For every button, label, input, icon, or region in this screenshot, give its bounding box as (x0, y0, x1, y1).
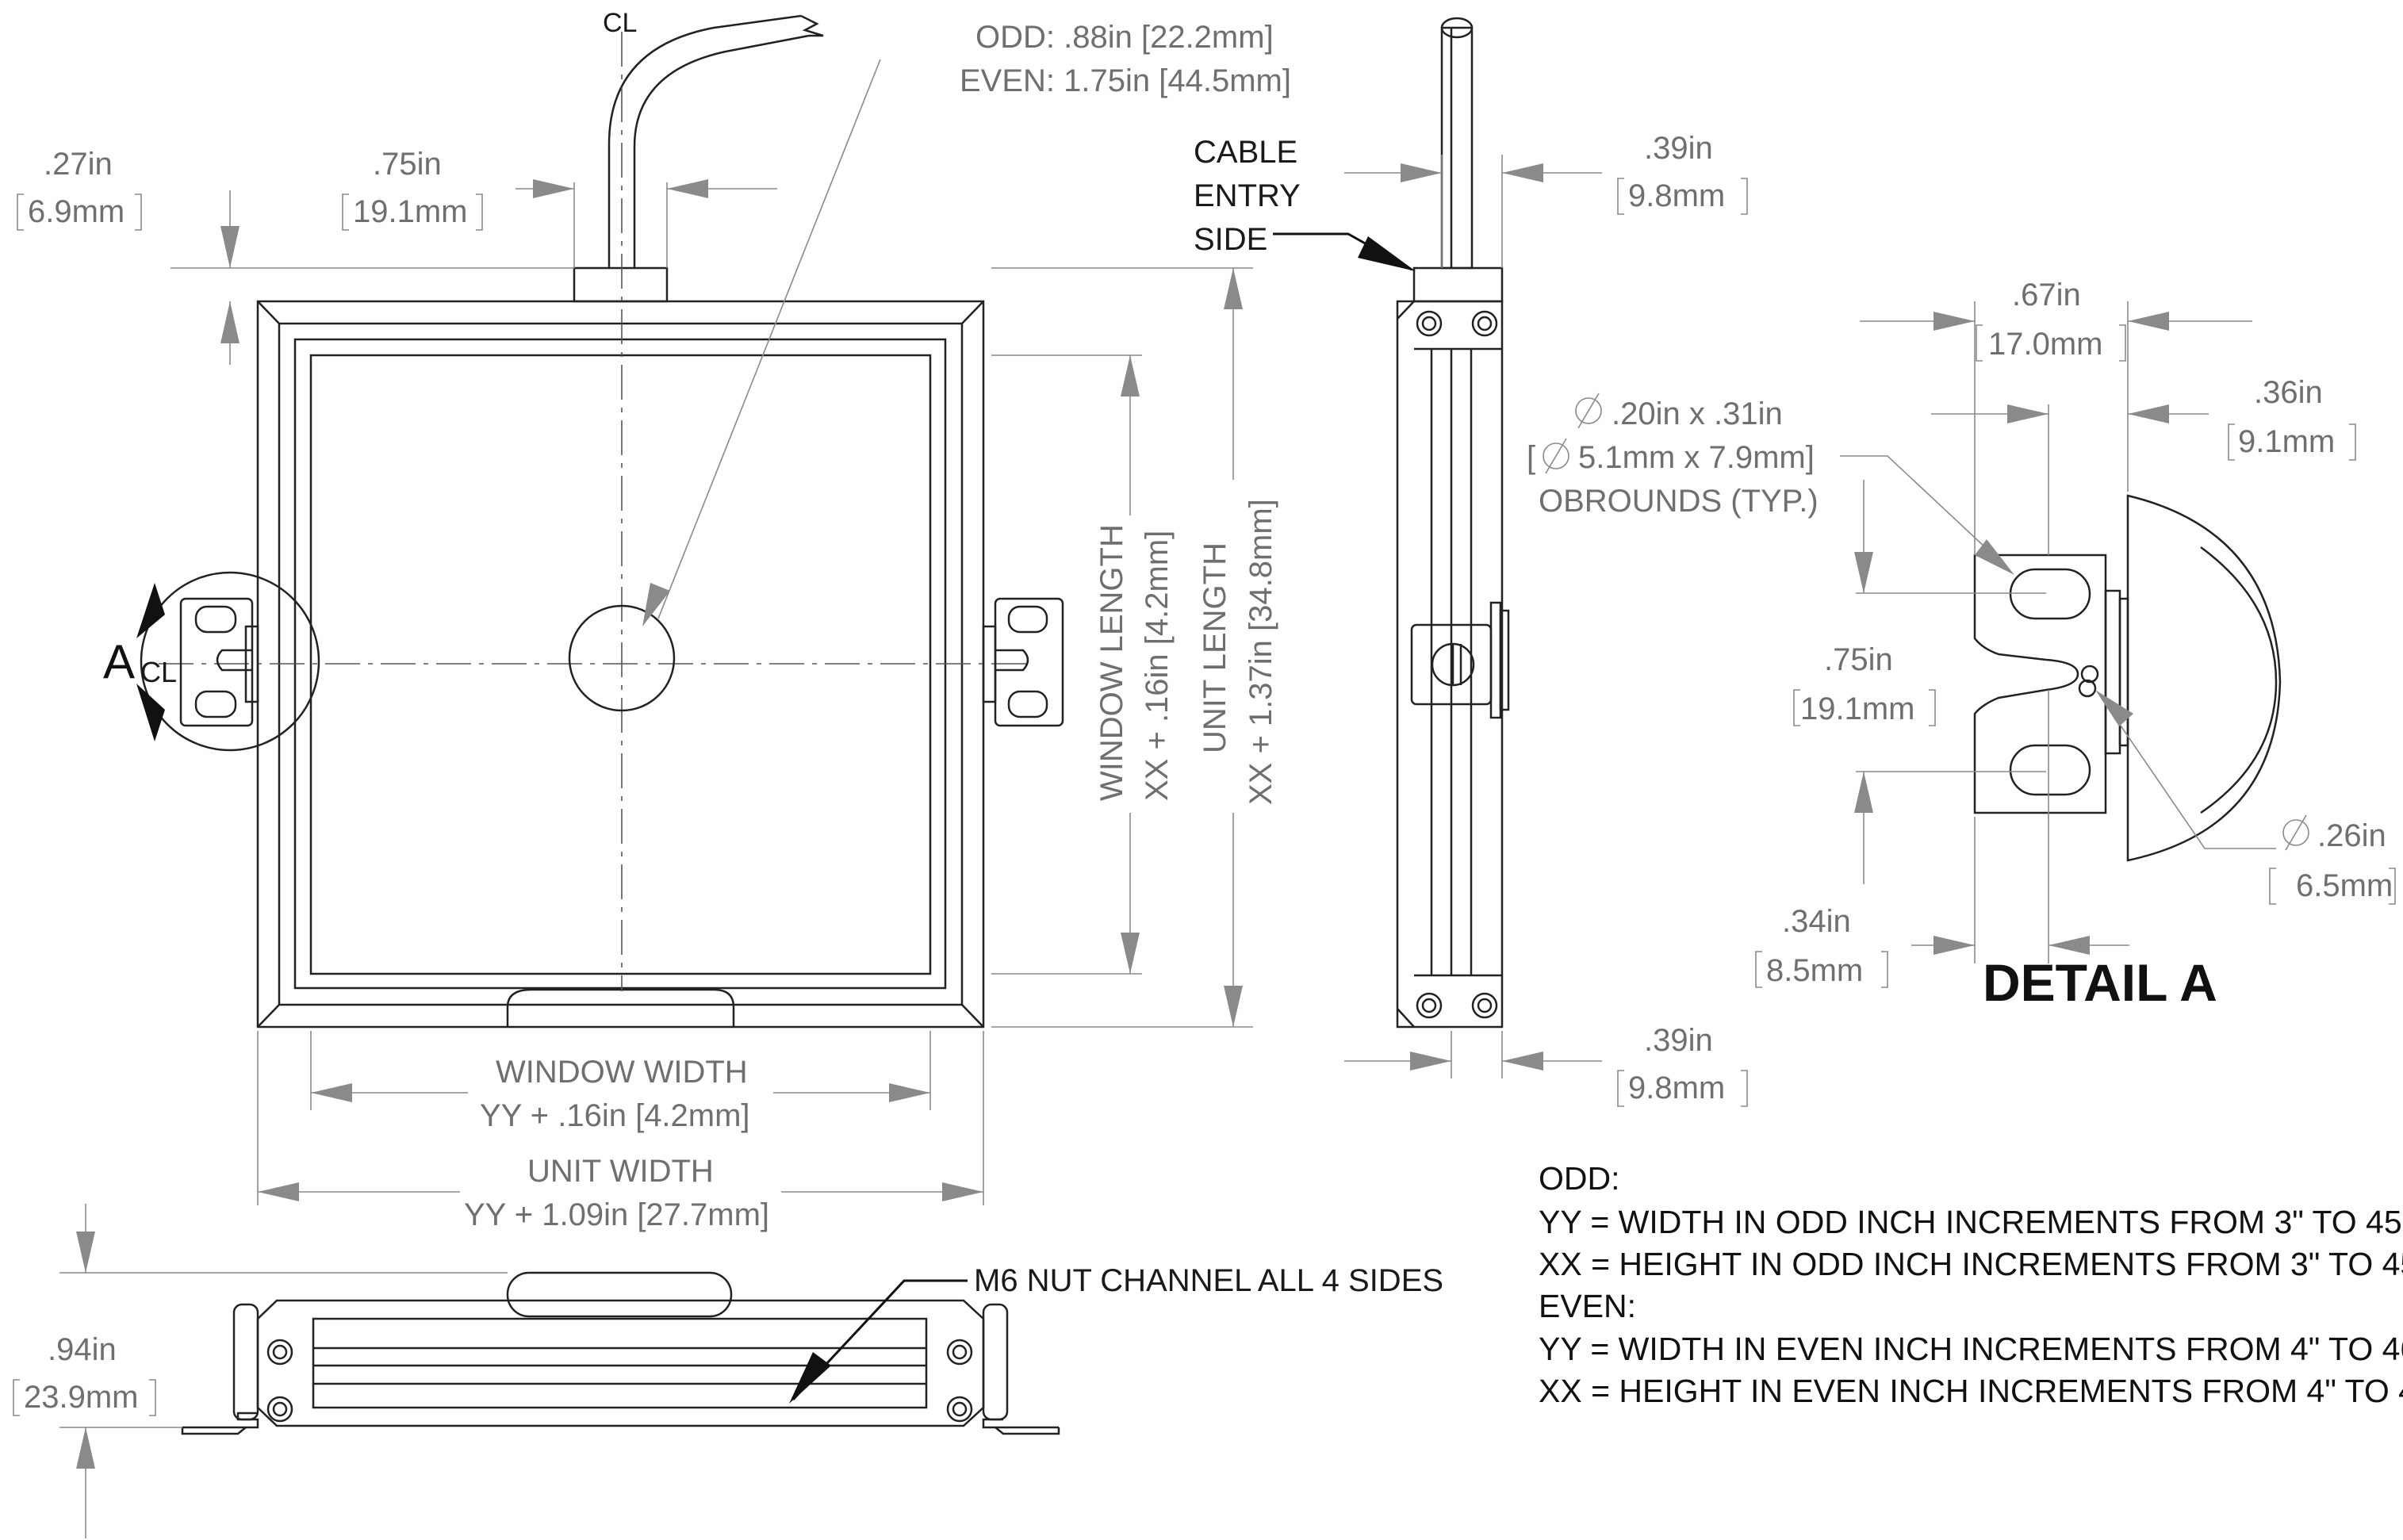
dimension-side-bottom: .39in 9.8mm (1344, 1023, 1748, 1107)
side-bottom-mm: 9.8mm (1628, 1071, 1725, 1105)
nut-channel-callout: M6 NUT CHANNEL ALL 4 SIDES (789, 1263, 1443, 1404)
obround-callout: .20in x .31in [ 5.1mm x 7.9mm] OBROUNDS … (1527, 393, 2014, 575)
top-offset-mm: 6.9mm (28, 194, 125, 229)
note-line-3: XX = HEIGHT IN ODD INCH INCREMENTS FROM … (1539, 1246, 2403, 1282)
unit-length-value: XX + 1.37in [34.8mm] (1244, 499, 1278, 805)
window-opening (309, 354, 932, 975)
cable-diameter-even: EVEN: 1.75in [44.5mm] (960, 63, 1291, 98)
centerline-symbol-top: CL (603, 8, 637, 38)
note-line-2: YY = WIDTH IN ODD INCH INCREMENTS FROM 3… (1539, 1204, 2403, 1240)
detail-a-callout-circle (140, 571, 320, 752)
detail-offset-in: .36in (2254, 375, 2323, 410)
dimension-side-top: .39in 9.8mm (1344, 131, 1748, 268)
height-in: .94in (48, 1332, 117, 1367)
size-notes: ODD: YY = WIDTH IN ODD INCH INCREMENTS F… (1539, 1160, 2403, 1409)
detail-bottom-mm: 8.5mm (1766, 953, 1863, 988)
detail-a-title: DETAIL A (1983, 953, 2217, 1012)
dimension-top-offset: .27in 6.9mm (17, 147, 574, 365)
dimension-cable-width: .75in 19.1mm (342, 147, 777, 268)
top-offset-in: .27in (44, 147, 113, 182)
window-width-value: YY + .16in [4.2mm] (480, 1098, 750, 1133)
obround-line2: 5.1mm x 7.9mm] (1578, 440, 1815, 475)
unit-width-value: YY + 1.09in [27.7mm] (464, 1197, 769, 1232)
dimension-unit-length: UNIT LENGTH XX + 1.37in [34.8mm] (991, 267, 1278, 1028)
note-line-4: EVEN: (1539, 1288, 1636, 1324)
center-circle (568, 604, 676, 712)
note-line-1: ODD: (1539, 1160, 1620, 1197)
detail-width-mm: 17.0mm (1988, 327, 2103, 362)
front-view: A CL CL (103, 8, 1064, 1029)
side-screws (1416, 310, 1498, 1019)
detail-bracket (1973, 554, 2107, 814)
right-mounting-bracket (982, 597, 1064, 727)
dimension-detail-bottom: .34in 8.5mm (1755, 690, 2129, 988)
cable-width-mm: 19.1mm (353, 194, 468, 229)
dimension-detail-spacing: .75in 19.1mm (1793, 480, 2046, 884)
nut-channel-label: M6 NUT CHANNEL ALL 4 SIDES (974, 1263, 1443, 1298)
note-line-5: YY = WIDTH IN EVEN INCH INCREMENTS FROM … (1539, 1331, 2403, 1367)
centerline-symbol-left: CL (140, 656, 177, 688)
dimension-unit-width: UNIT WIDTH YY + 1.09in [27.7mm] (257, 1031, 984, 1232)
dimension-detail-width: .67in 17.0mm (1860, 278, 2252, 555)
obround-line1: .20in x .31in (1612, 396, 1783, 431)
cable (607, 14, 802, 268)
side-cable (1440, 26, 1474, 270)
left-mounting-bracket (179, 597, 259, 727)
side-bottom-in: .39in (1644, 1023, 1713, 1058)
cable-entry-callout: CABLE ENTRY SIDE (1194, 135, 1416, 271)
bottom-view (181, 1271, 1060, 1435)
detail-width-in: .67in (2012, 278, 2081, 312)
side-body (1396, 300, 1504, 1029)
hole-diameter-callout: .26in 6.5mm (2095, 690, 2396, 905)
dimension-window-width: WINDOW WIDTH YY + .16in [4.2mm] (310, 1031, 931, 1133)
obround-line3: OBROUNDS (TYP.) (1539, 484, 1819, 519)
cable-entry-line1: CABLE (1194, 135, 1297, 170)
side-view (1396, 17, 1510, 1029)
cable-block (573, 266, 669, 303)
cable-entry-line2: ENTRY (1194, 178, 1301, 213)
hole-diameter-in: .26in (2317, 818, 2386, 853)
cable-entry-line3: SIDE (1194, 222, 1267, 257)
side-top-in: .39in (1644, 131, 1713, 166)
detail-spacing-in: .75in (1824, 642, 1893, 677)
obround-line2-open: [ (1527, 440, 1535, 475)
window-length-label: WINDOW LENGTH (1094, 524, 1129, 801)
detail-a-letter: A (103, 635, 135, 688)
window-length-value: XX + .16in [4.2mm] (1140, 531, 1175, 801)
bottom-channel-slot (506, 988, 735, 1027)
dimension-window-length: WINDOW LENGTH XX + .16in [4.2mm] (991, 354, 1175, 975)
height-mm: 23.9mm (24, 1380, 139, 1415)
unit-width-label: UNIT WIDTH (527, 1154, 714, 1189)
unit-length-label: UNIT LENGTH (1198, 542, 1232, 753)
cable-diameter-odd: ODD: .88in [22.2mm] (975, 20, 1274, 55)
side-top-mm: 9.8mm (1628, 178, 1725, 213)
detail-offset-mm: 9.1mm (2238, 424, 2335, 459)
cable-width-in: .75in (373, 147, 442, 182)
bottom-slot (506, 1271, 733, 1318)
hole-diameter-mm: 6.5mm (2296, 868, 2393, 903)
dimension-height: .94in 23.9mm (13, 1204, 508, 1538)
detail-a-view: DETAIL A (1973, 494, 2282, 1012)
detail-bottom-in: .34in (1782, 904, 1851, 939)
bottom-screws (266, 1339, 973, 1423)
cable-diameter-callout: ODD: .88in [22.2mm] EVEN: 1.75in [44.5mm… (642, 20, 1291, 626)
dimension-detail-offset: .36in 9.1mm (1931, 375, 2356, 555)
detail-spacing-mm: 19.1mm (1800, 691, 1915, 726)
window-width-label: WINDOW WIDTH (496, 1055, 748, 1090)
detail-dome (2126, 494, 2282, 862)
note-line-6: XX = HEIGHT IN EVEN INCH INCREMENTS FROM… (1539, 1373, 2403, 1409)
side-bracket (1410, 601, 1510, 719)
